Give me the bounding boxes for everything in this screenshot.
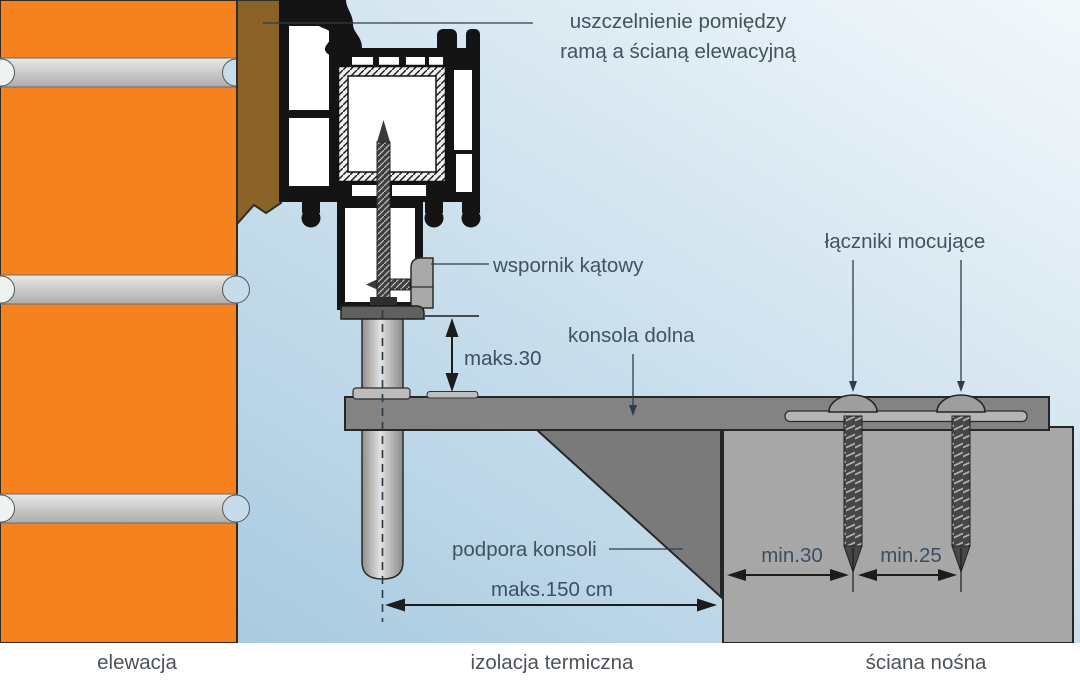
legend-wall: ściana nośna [865, 651, 987, 674]
angle-bracket [410, 257, 434, 309]
console-slot [784, 410, 1028, 423]
rod-collar [352, 387, 411, 400]
dim-label-max150: maks.150 cm [491, 578, 613, 601]
frame-screw [370, 120, 397, 305]
screw-dome-head [936, 394, 986, 413]
frame-chamber [289, 118, 329, 186]
frame-gasket [312, 0, 362, 57]
legend-band: elewacja izolacja termiczna ściana nośna [0, 643, 1080, 683]
frame-chamber [454, 70, 472, 150]
label-seal-line2: ramą a ścianą elewacyjną [560, 40, 796, 63]
frame-chamber [352, 185, 386, 196]
dimension-offset-max30 [425, 315, 479, 392]
dim-label-min25: min.25 [880, 544, 942, 567]
label-support: podpora konsoli [452, 538, 597, 561]
dimension-reach-max150 [385, 598, 717, 612]
frame-hook [437, 29, 457, 59]
sealing-tape [236, 0, 282, 227]
brick-facade-wall [0, 0, 250, 644]
console-slot-small [426, 391, 479, 399]
label-seal-line1: uszczelnienie pomiędzy [569, 10, 787, 33]
dimension-edge-min25 [858, 548, 962, 592]
frame-chamber [392, 185, 426, 196]
console-support-triangle [534, 429, 722, 600]
frame-hook [466, 29, 480, 59]
label-seal: uszczelnienie pomiędzy ramą a ścianą ele… [560, 7, 796, 67]
leader-lines [263, 22, 962, 550]
fixing-screw-left [828, 394, 878, 574]
load-bearing-wall [722, 426, 1074, 644]
leader-fastener-arrow [849, 381, 857, 392]
frame-chamber [289, 26, 329, 110]
label-fasteners: łączniki mocujące [824, 230, 986, 253]
dimension-embed-min30 [727, 548, 854, 592]
fixing-screw-right [936, 394, 986, 574]
leader-fastener-arrow [957, 381, 965, 392]
legend-insulation: izolacja termiczna [470, 651, 634, 674]
mortar-joint [0, 274, 250, 305]
brick-column [0, 0, 238, 644]
mortar-joint [0, 493, 250, 524]
dim-label-max30: maks.30 [464, 347, 542, 370]
frame-chamber [456, 154, 472, 192]
window-frame-profile [279, 0, 481, 310]
steel-reinforcement-core [347, 75, 437, 173]
legend-facade: elewacja [97, 651, 177, 674]
label-console: konsola dolna [568, 324, 695, 347]
screw-dome-head [828, 394, 878, 413]
mortar-joint [0, 57, 250, 88]
dim-label-min30: min.30 [761, 544, 823, 567]
label-angle-bracket: wspornik kątowy [493, 254, 644, 277]
leader-console-arrow [629, 405, 637, 416]
